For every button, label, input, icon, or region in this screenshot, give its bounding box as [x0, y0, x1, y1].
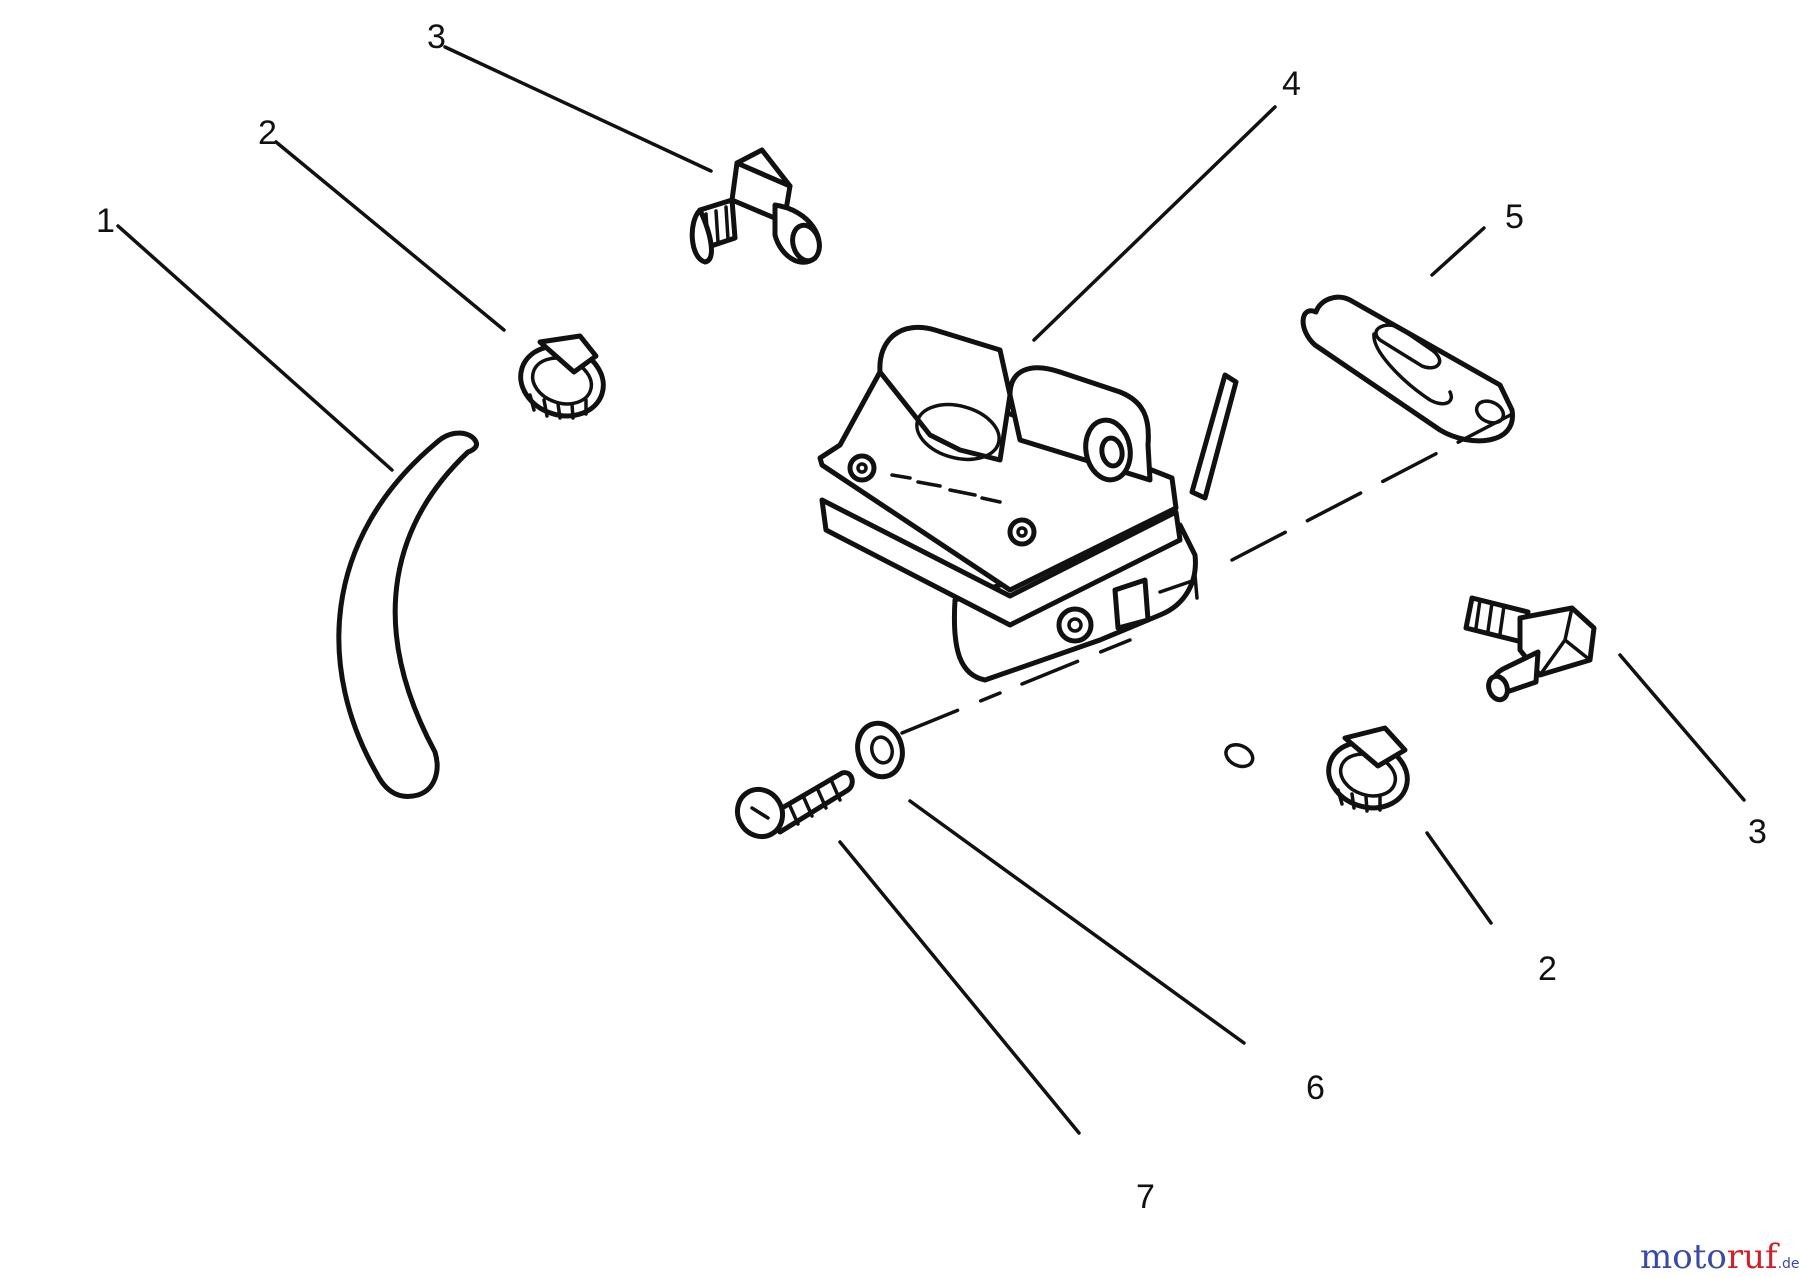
callout-clamp-upper: 2	[258, 114, 277, 152]
watermark-part1: moto	[1640, 1237, 1727, 1277]
fuel-pump	[817, 324, 1239, 683]
callout-elbow-lower: 3	[1748, 813, 1767, 851]
leader-2-upper	[274, 140, 506, 332]
leader-5	[1430, 226, 1486, 277]
leader-7	[838, 840, 1081, 1135]
callout-screw: 7	[1136, 1178, 1155, 1216]
screw	[734, 770, 855, 840]
callout-labels: 1 2 3 4 5 3 2 6 7	[96, 18, 1767, 1216]
elbow-fitting-upper	[689, 147, 822, 265]
washer	[855, 720, 905, 780]
callout-hose: 1	[96, 202, 115, 240]
leader-4	[1032, 105, 1277, 342]
svg-text:motoruf.de: motoruf.de	[1640, 1237, 1800, 1277]
leader-3-lower	[1618, 653, 1746, 802]
site-watermark: motoruf.de	[1640, 1237, 1800, 1277]
assembly-centerline	[900, 408, 1522, 735]
callout-clamp-lower: 2	[1538, 950, 1557, 988]
leader-lines	[116, 45, 1746, 1135]
fuel-hose	[336, 430, 479, 799]
callout-elbow-upper: 3	[427, 18, 446, 56]
callout-fuel-pump: 4	[1282, 65, 1301, 103]
gasket	[1224, 294, 1515, 769]
leader-3-upper	[443, 45, 713, 173]
watermark-suffix: .de	[1778, 1256, 1800, 1272]
callout-washer: 6	[1306, 1069, 1325, 1107]
watermark-part2: ruf	[1727, 1237, 1780, 1277]
leader-1	[116, 224, 394, 472]
callout-gasket: 5	[1505, 198, 1524, 236]
elbow-fitting-lower	[1463, 595, 1597, 703]
leader-6	[908, 799, 1246, 1045]
leader-2-lower	[1425, 831, 1493, 925]
hose-clamp-lower	[1326, 725, 1410, 813]
hose-clamp-upper	[518, 333, 606, 420]
